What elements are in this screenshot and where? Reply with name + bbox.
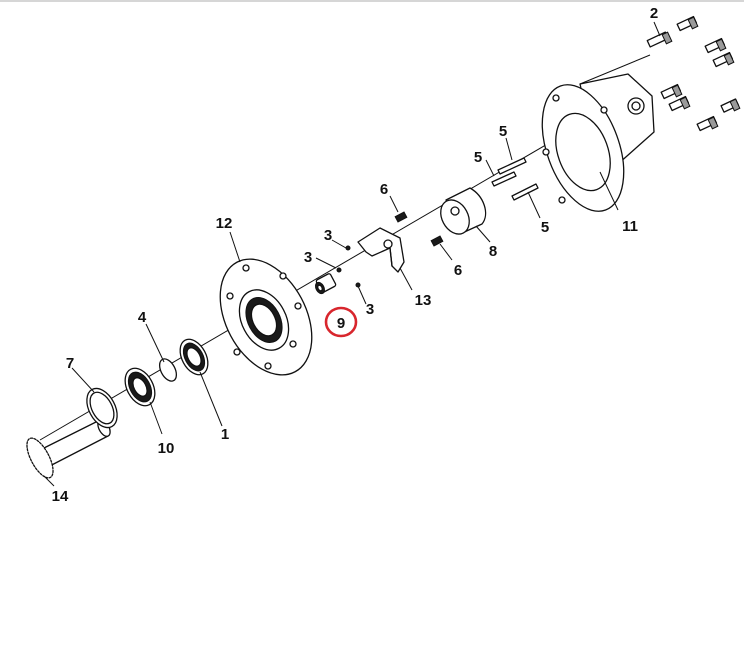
callout-11: 11 — [622, 218, 638, 235]
leader-4 — [145, 323, 165, 363]
callout-6-bottom: 6 — [454, 262, 462, 279]
leader-2 — [653, 21, 661, 37]
part-10-bearing[interactable] — [119, 363, 161, 411]
part-2-bolt-b[interactable] — [676, 15, 699, 32]
part-14-shaft[interactable] — [22, 418, 113, 482]
part-2-bolt-g[interactable] — [696, 115, 719, 132]
part-5-pin-a[interactable] — [497, 157, 527, 175]
callout-13: 13 — [415, 292, 432, 309]
top-border — [0, 0, 744, 2]
part-8-collar[interactable] — [435, 187, 487, 239]
leader-5a — [505, 137, 513, 161]
leader-5c — [527, 191, 541, 219]
part-6-screw-a[interactable] — [394, 211, 408, 223]
callout-5-bottom: 5 — [541, 219, 549, 236]
leader-14 — [43, 475, 55, 487]
part-2-bolt-a[interactable] — [646, 31, 673, 48]
leader-7 — [71, 367, 95, 393]
callout-3-middle: 3 — [304, 249, 312, 266]
leader-5b — [485, 159, 495, 177]
callout-4: 4 — [138, 309, 147, 326]
callout-14: 14 — [52, 488, 69, 505]
part-12-flange-housing[interactable] — [202, 243, 331, 390]
part-1-seal[interactable] — [174, 335, 213, 380]
callout-1: 1 — [221, 426, 229, 443]
leader-3a — [331, 239, 347, 249]
callout-5-middle: 5 — [474, 149, 482, 166]
part-2-bolt-e[interactable] — [660, 83, 683, 100]
part-11-mounting-flange[interactable] — [527, 73, 655, 223]
callout-3-top: 3 — [324, 227, 332, 244]
part-6-screw-b[interactable] — [430, 235, 444, 247]
leader-13 — [399, 267, 413, 291]
leader-6b — [439, 243, 453, 261]
callout-5-top: 5 — [499, 123, 507, 140]
part-2-bolt-h[interactable] — [720, 98, 741, 113]
callout-2: 2 — [650, 5, 658, 22]
part-5-pin-b[interactable] — [491, 171, 517, 187]
callout-10: 10 — [158, 440, 175, 457]
leader-8 — [475, 225, 491, 243]
leader-12 — [229, 231, 241, 263]
callout-12: 12 — [216, 215, 233, 232]
part-2-bolt-f[interactable] — [668, 95, 691, 112]
part-13-bracket[interactable] — [357, 227, 405, 273]
part-2-bolt-d[interactable] — [712, 51, 735, 68]
callout-7: 7 — [66, 355, 74, 372]
callout-6-top: 6 — [380, 181, 388, 198]
leader-6a — [389, 195, 399, 213]
leader-11 — [599, 171, 619, 211]
leader-10 — [149, 401, 163, 435]
leader-3b — [315, 257, 337, 269]
part-3-ball-b[interactable] — [345, 245, 351, 251]
part-5-pin-c[interactable] — [511, 183, 539, 201]
part-2-bolt-c[interactable] — [704, 37, 727, 54]
part-9-bushing[interactable] — [314, 273, 337, 295]
highlight-circle-9 — [324, 306, 358, 338]
leader-11-to-bolts — [579, 54, 651, 85]
callout-3-bottom: 3 — [366, 301, 374, 318]
callout-8: 8 — [489, 243, 497, 260]
part-7-snap-ring[interactable] — [81, 383, 124, 432]
leader-1 — [199, 371, 223, 427]
leader-3c — [357, 285, 367, 305]
callout-9[interactable]: 9 — [337, 315, 345, 332]
part-3-ball-a[interactable] — [336, 267, 342, 273]
